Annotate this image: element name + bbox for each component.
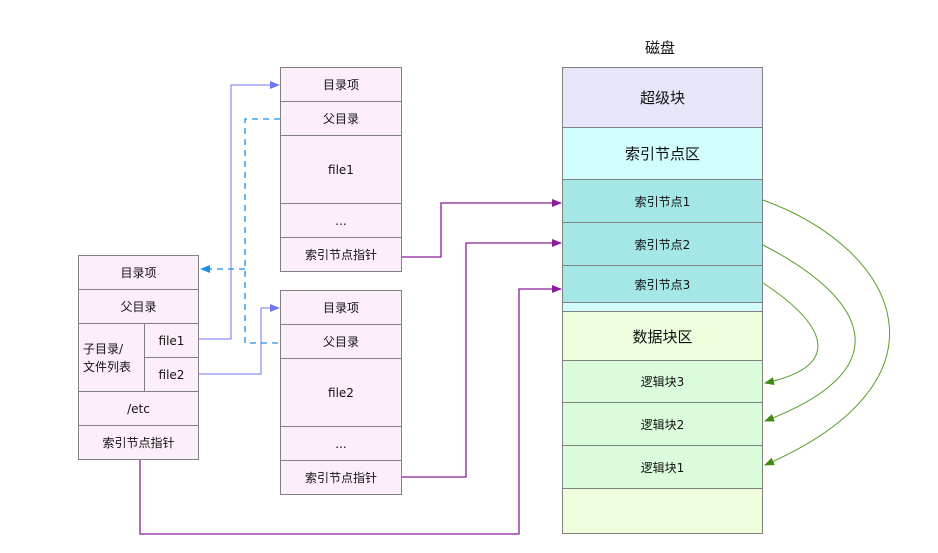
file1-dentry-name: file1 xyxy=(280,135,402,204)
root-dir-children-label: 子目录/ 文件列表 xyxy=(78,323,145,392)
file1-dentry-inode-pointer: 索引节点指针 xyxy=(280,237,402,272)
link-file1-to-dentry xyxy=(199,81,280,340)
file2-dentry-inode-pointer: 索引节点指针 xyxy=(280,460,402,495)
superblock: 超级块 xyxy=(562,67,763,128)
inode-1: 索引节点1 xyxy=(562,179,763,223)
file2-dentry-ellipsis: ... xyxy=(280,426,402,461)
logical-block-2: 逻辑块2 xyxy=(562,402,763,446)
link-inode2-to-block2 xyxy=(762,244,856,422)
link-inode3-to-block3 xyxy=(762,282,819,386)
root-dir-entry-header: 目录项 xyxy=(78,255,199,290)
root-dir-file2[interactable]: file2 xyxy=(144,357,199,392)
root-dir-name: /etc xyxy=(78,391,199,426)
file2-dentry-parent: 父目录 xyxy=(280,324,402,359)
disk-title: 磁盘 xyxy=(645,39,676,57)
pointer-root-to-inode3 xyxy=(139,285,562,535)
file2-dentry-header: 目录项 xyxy=(280,290,402,325)
link-inode1-to-block1 xyxy=(762,199,890,466)
children-label-line1: 子目录/ xyxy=(83,341,124,356)
link-file2-to-dentry xyxy=(199,304,280,375)
file2-dentry-name: file2 xyxy=(280,358,402,427)
root-dir-file1[interactable]: file1 xyxy=(144,323,199,358)
inode-3: 索引节点3 xyxy=(562,265,763,303)
root-dir-inode-pointer: 索引节点指针 xyxy=(78,425,199,460)
data-block-free xyxy=(562,488,763,534)
inode-area: 索引节点区 xyxy=(562,127,763,180)
data-block-area: 数据块区 xyxy=(562,311,763,361)
pointer-file1-to-inode1 xyxy=(402,199,562,258)
file1-dentry-ellipsis: ... xyxy=(280,203,402,238)
children-label-line2: 文件列表 xyxy=(83,359,132,374)
logical-block-1: 逻辑块1 xyxy=(562,445,763,489)
inode-2: 索引节点2 xyxy=(562,222,763,266)
link-parent-dashed xyxy=(244,118,280,344)
logical-block-3: 逻辑块3 xyxy=(562,360,763,403)
pointer-file2-to-inode2 xyxy=(402,239,562,478)
file1-dentry-header: 目录项 xyxy=(280,67,402,102)
